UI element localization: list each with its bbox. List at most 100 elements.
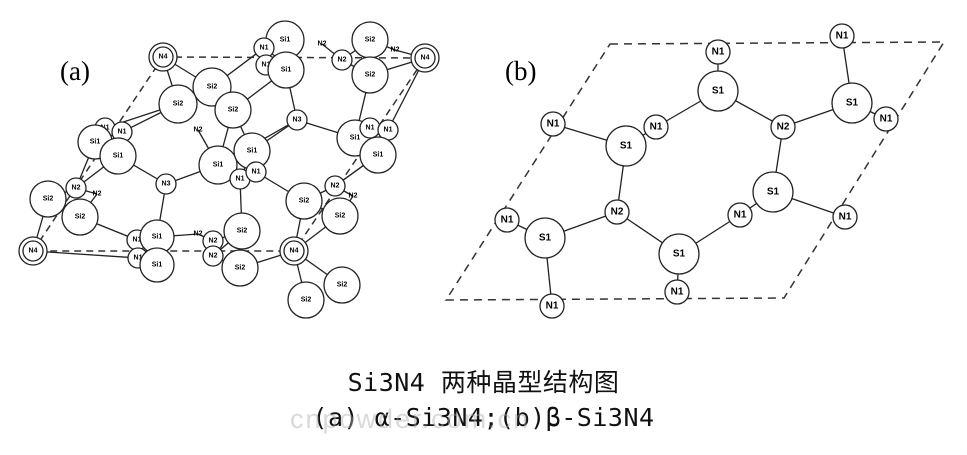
atom-circle	[223, 212, 261, 250]
atom-circle	[540, 111, 566, 137]
atom-circle	[752, 171, 794, 213]
atom-node: S1	[524, 217, 566, 259]
atom-label: N1	[236, 176, 245, 183]
atom-node: Si1	[139, 219, 175, 255]
atom-label: N2	[318, 41, 327, 48]
atom-circle	[831, 82, 873, 124]
atom-label: N2	[209, 238, 218, 245]
atom-label: N1	[880, 114, 893, 125]
atom-node: Si2	[285, 182, 323, 220]
atom-node: S1	[697, 70, 739, 112]
atom-node: Si2	[61, 198, 99, 236]
atom-label: Si1	[213, 162, 224, 169]
atom-label: N1	[366, 125, 375, 132]
atom-circle	[643, 114, 669, 140]
atom-label: N2	[93, 191, 102, 198]
atom-label: N4	[421, 55, 430, 62]
atom-circle	[321, 197, 359, 235]
atom-circle	[152, 46, 174, 68]
atom-circle	[202, 245, 224, 267]
panel-a-label: (a)	[60, 56, 90, 86]
atom-label: N1	[546, 301, 559, 312]
atom-label: N2	[194, 127, 203, 134]
atom-node: N1	[643, 114, 669, 140]
atom-label: Si2	[43, 196, 54, 203]
atom-label: Si2	[335, 213, 346, 220]
atom-node: N2	[391, 47, 400, 54]
atom-node: N2	[65, 177, 87, 199]
atom-circle	[65, 177, 87, 199]
atom-node: N3	[155, 173, 177, 195]
atom-node: Si1	[139, 247, 175, 283]
atom-node: Si2	[287, 281, 325, 319]
atom-node: N2	[349, 193, 358, 200]
caption-subtitle: (a) α-Si3N4;(b)β-Si3N4	[312, 403, 655, 432]
atom-node: Si1	[198, 145, 238, 185]
atom-circle	[22, 240, 44, 262]
atom-circle	[323, 266, 361, 304]
atom-label: N1	[501, 215, 514, 226]
panel-b-label: (b)	[505, 56, 536, 86]
atom-circle	[705, 39, 731, 65]
atom-circle	[287, 281, 325, 319]
atom-circle	[351, 56, 389, 94]
atom-label: N1	[547, 119, 560, 130]
atom-node: N2	[324, 175, 346, 197]
atom-node: N1	[664, 279, 690, 305]
atom-circle	[832, 204, 858, 230]
atom-node: N2	[93, 191, 102, 198]
atom-circle	[61, 198, 99, 236]
atom-node: Si2	[29, 180, 67, 218]
atom-label: Si2	[337, 282, 348, 289]
atom-circle	[604, 199, 630, 225]
atom-node: N1	[494, 207, 520, 233]
atom-circle	[539, 293, 565, 319]
atom-label: Si1	[350, 135, 361, 142]
atom-label: Si2	[365, 72, 376, 79]
atom-label: N2	[194, 231, 203, 238]
atom-node: Si2	[351, 56, 389, 94]
atom-label: N1	[384, 127, 393, 134]
atom-label: Si2	[207, 84, 218, 91]
atom-node: S1	[658, 233, 700, 275]
atom-circle	[770, 114, 796, 140]
atom-circle	[139, 247, 175, 283]
atom-label: Si1	[90, 139, 101, 146]
atom-node: N1	[539, 293, 565, 319]
atom-label: N1	[836, 31, 849, 42]
atom-circle	[155, 173, 177, 195]
atom-circle	[494, 207, 520, 233]
atom-node: N2	[194, 231, 203, 238]
atom-circle	[829, 23, 855, 49]
atom-circle	[214, 91, 252, 129]
atom-circle	[359, 136, 397, 174]
atom-label: N1	[650, 122, 663, 133]
atom-node: Si2	[221, 249, 259, 287]
atom-node: Si2	[323, 266, 361, 304]
beta-unit-cell-outline	[444, 41, 946, 301]
atom-label: Si1	[281, 67, 292, 74]
atom-label: Si2	[228, 107, 239, 114]
atom-node: N4	[148, 42, 178, 72]
atom-circle	[331, 49, 353, 71]
atom-label: N4	[159, 54, 168, 61]
atom-label: N2	[349, 193, 358, 200]
atom-label: N1	[134, 255, 143, 262]
atom-node: Si1	[359, 136, 397, 174]
atom-circle	[285, 182, 323, 220]
atom-label: Si2	[75, 214, 86, 221]
atom-node: N1	[245, 161, 267, 183]
atom-label: S1	[767, 187, 780, 198]
atom-label: N3	[162, 181, 171, 188]
atom-label: Si2	[365, 37, 376, 44]
atom-circle	[414, 47, 436, 69]
atom-node: N2	[604, 199, 630, 225]
atom-label: Si1	[247, 148, 258, 155]
atom-label: N2	[391, 47, 400, 54]
atom-circle	[873, 106, 899, 132]
atom-node: N1	[873, 106, 899, 132]
beta-bond-lines	[506, 35, 887, 307]
